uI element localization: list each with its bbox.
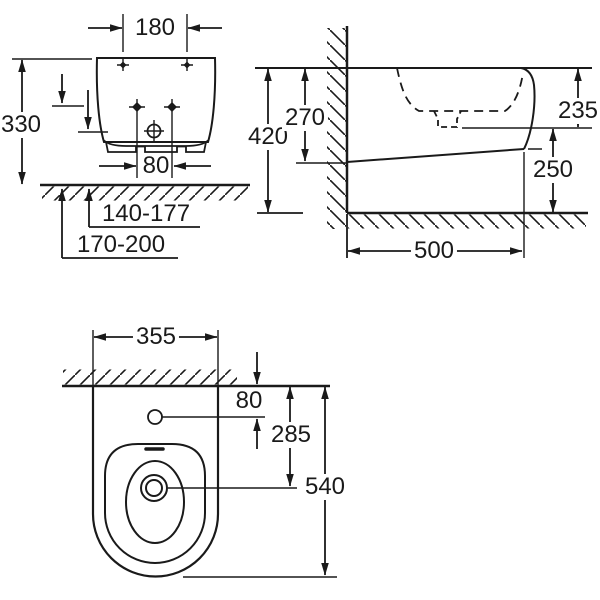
side-view <box>255 26 592 258</box>
dim-label-front-height: 330 <box>0 112 45 138</box>
front-hole-extension-lines <box>136 115 173 178</box>
plan-view <box>62 330 337 578</box>
dim-label-front-range-upper: 140-177 <box>101 200 191 227</box>
side-floor-hatching <box>348 214 586 229</box>
front-floor-hatching <box>42 186 248 201</box>
front-body-outline <box>95 57 217 143</box>
front-level-arrows <box>52 74 108 133</box>
side-bowl-dashed <box>396 67 524 112</box>
dim-label-side-front-top: 235 <box>554 98 600 124</box>
dim-label-plan-length: 540 <box>301 474 349 500</box>
front-dim-180 <box>88 14 222 52</box>
dim-label-front-hole-spacing-top: 180 <box>134 14 176 41</box>
front-water-inlet <box>144 120 164 142</box>
side-body-front <box>520 67 536 150</box>
plan-spray-nozzle <box>140 474 168 502</box>
dim-label-front-range-lower: 170-200 <box>76 231 166 258</box>
side-drain-dashed <box>433 110 462 128</box>
side-body-bottom <box>346 148 525 163</box>
plan-side-extensions <box>92 330 219 386</box>
dim-label-plan-tap-offset: 80 <box>235 387 263 414</box>
plan-rim-outline <box>104 443 206 564</box>
front-leader-170-200 <box>58 188 178 259</box>
front-view <box>12 14 250 259</box>
front-fixing-holes-top <box>117 59 193 71</box>
plan-inner-bowl <box>125 460 185 544</box>
front-leader-140-177 <box>85 188 200 228</box>
plan-body-outline <box>91 386 220 578</box>
dim-label-side-length: 500 <box>410 238 458 264</box>
dim-label-side-front-bottom: 250 <box>529 157 577 183</box>
dim-label-side-back-height: 270 <box>281 105 329 131</box>
front-fixing-holes-bottom <box>129 99 180 115</box>
plan-wall-hatching <box>63 369 237 385</box>
dim-label-side-overall-height: 420 <box>244 124 292 150</box>
dim-label-front-hole-spacing-bottom: 80 <box>142 152 170 179</box>
dim-label-plan-spray-offset: 285 <box>267 422 315 448</box>
dim-label-plan-width: 355 <box>132 324 180 350</box>
plan-tap-hole <box>147 409 163 425</box>
front-foot-top-edge <box>103 139 209 147</box>
front-foot-bottom-edge <box>105 141 207 153</box>
side-wall-hatching <box>327 28 346 229</box>
